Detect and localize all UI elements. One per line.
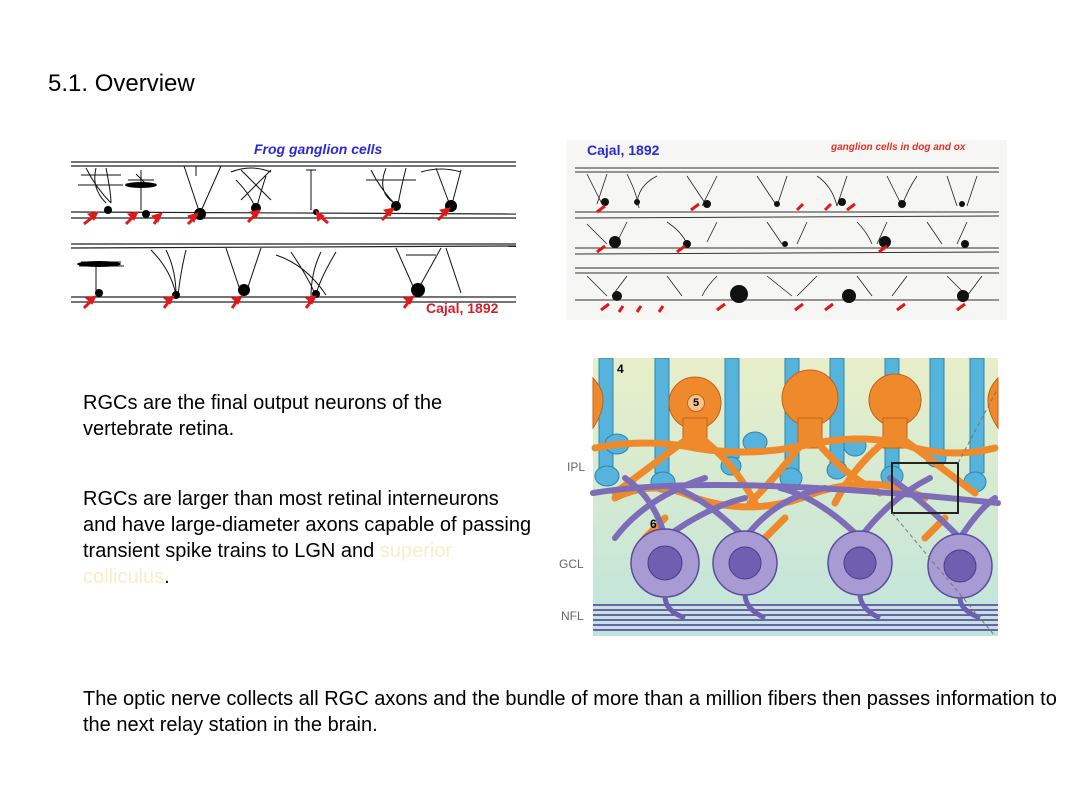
paragraph-rgc-size: RGCs are larger than most retinal intern… xyxy=(83,486,533,590)
layer-label-gcl: GCL xyxy=(559,557,584,571)
dog-figure-caption: ganglion cells in dog and ox xyxy=(831,142,966,153)
superior-colliculus-link[interactable]: superior colliculus xyxy=(83,540,453,588)
layer-label-nfl: NFL xyxy=(561,609,584,623)
slide-title: 5.1. Overview xyxy=(48,70,195,97)
layer-label-ipl: IPL xyxy=(567,460,586,474)
frog-ganglion-figure: Frog ganglion cells Cajal, 1892 xyxy=(66,140,521,325)
dog-ox-ganglion-figure: Cajal, 1892 ganglion cells in dog and ox xyxy=(567,140,1007,320)
cell-number-4: 4 xyxy=(617,362,624,376)
retina-layer-figure: 4 5 6 IPL GCL NFL xyxy=(555,358,1005,638)
paragraph-optic-nerve: The optic nerve collects all RGC axons a… xyxy=(83,688,1057,736)
retina-layer-drawing xyxy=(590,358,1001,637)
dog-ox-ganglion-drawing xyxy=(567,140,1007,320)
dog-figure-credit: Cajal, 1892 xyxy=(587,142,660,158)
paragraph-rgc-size-text: RGCs are larger than most retinal intern… xyxy=(83,488,532,562)
cell-number-5: 5 xyxy=(687,394,705,412)
paragraph-rgc-size-end: . xyxy=(164,566,170,588)
frog-figure-title: Frog ganglion cells xyxy=(254,141,383,157)
cell-number-6: 6 xyxy=(650,517,657,531)
paragraph-rgc-output: RGCs are the final output neurons of the… xyxy=(83,392,443,440)
frog-ganglion-drawing xyxy=(66,140,521,325)
frog-figure-credit: Cajal, 1892 xyxy=(426,300,499,316)
cell-number-5-label: 5 xyxy=(692,397,700,409)
